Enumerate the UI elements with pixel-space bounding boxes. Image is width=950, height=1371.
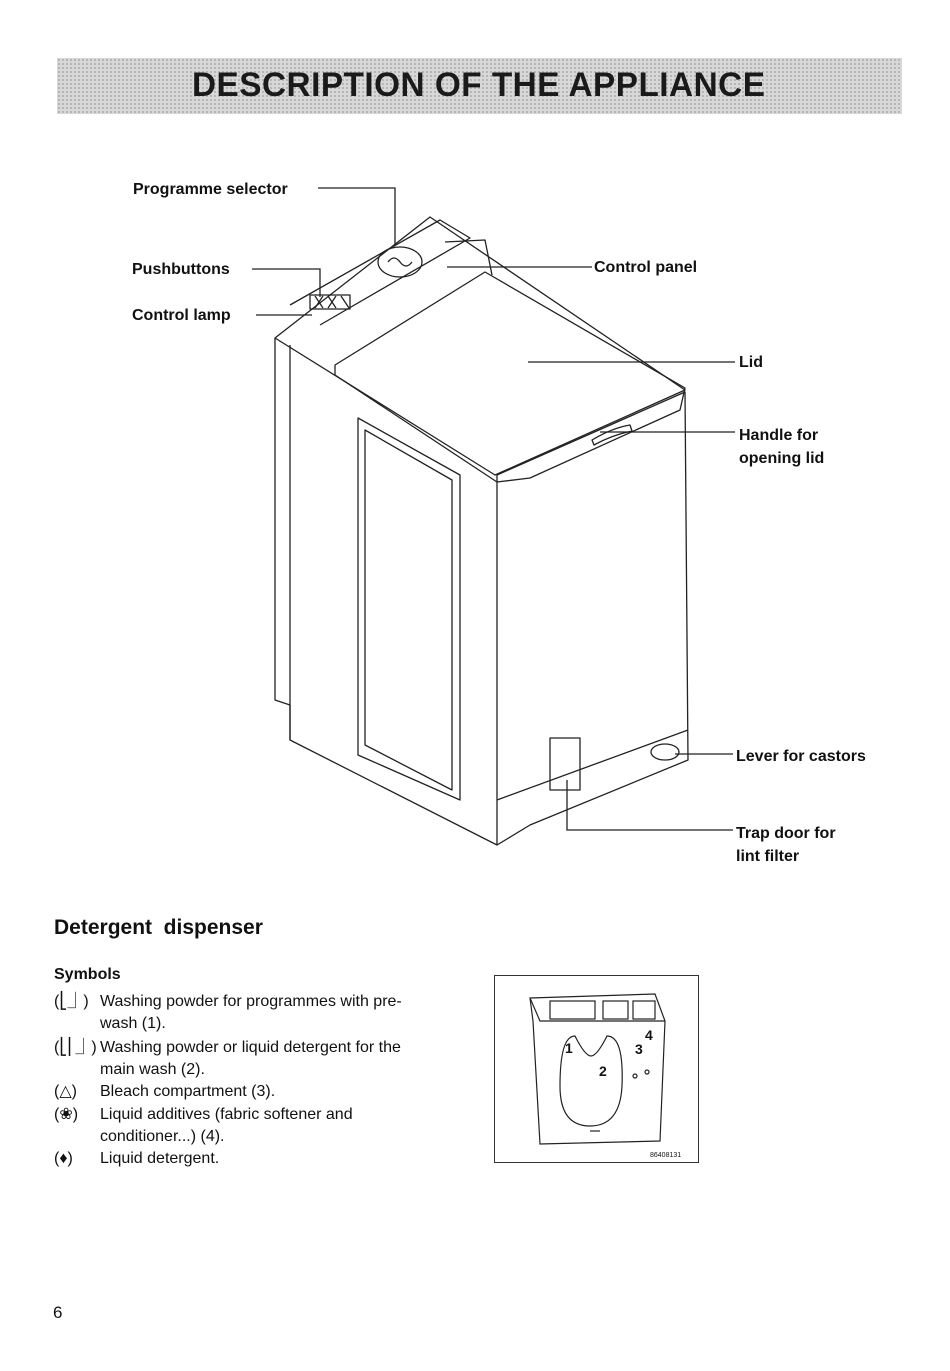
list-item-text: Liquid detergent. [100,1150,220,1167]
label-programme-selector: Programme selector [133,181,288,198]
label-lever: Lever for castors [736,748,866,765]
label-lid: Lid [739,354,763,371]
additive-symbol-icon: (❀) [54,1106,79,1123]
symbols-heading: Symbols [54,966,121,983]
dispenser-number-2: 2 [599,1063,607,1079]
list-item-text: Liquid additives (fabric softener and co… [100,1106,353,1145]
section-heading: Detergent dispenser [54,916,263,939]
label-handle-line2: opening lid [739,450,825,467]
page-number: 6 [53,1303,63,1322]
dispenser-code: 86408131 [650,1152,681,1159]
page-title: DESCRIPTION OF THE APPLIANCE [192,66,766,104]
label-control-lamp: Control lamp [132,307,231,324]
dispenser-illustration: 1 2 3 4 86408131 [529,993,681,1159]
liquid-detergent-symbol-icon: (♦) [54,1150,73,1167]
dispenser-number-3: 3 [635,1041,643,1057]
mainwash-symbol-icon: (⎣⎢⏌) [54,1039,97,1056]
dispenser-number-4: 4 [645,1027,653,1043]
dispenser-number-1: 1 [565,1040,573,1056]
list-item-text: Washing powder or liquid detergent for t… [100,1039,401,1078]
appliance-illustration [252,187,735,846]
prewash-symbol-icon: (⎣⏌) [54,993,89,1010]
dispenser-figure: 1 2 3 4 86408131 [494,975,699,1163]
bleach-symbol-icon: (△) [54,1083,77,1100]
label-trap-line2: lint filter [736,848,800,865]
label-handle-line1: Handle for [739,427,819,444]
label-trap-line1: Trap door for [736,825,836,842]
label-pushbuttons: Pushbuttons [132,261,230,278]
label-control-panel: Control panel [594,259,698,276]
title-banner [57,58,902,114]
list-item-text: Washing powder for programmes with pre-w… [100,993,402,1032]
list-item-text: Bleach compartment (3). [100,1083,276,1100]
